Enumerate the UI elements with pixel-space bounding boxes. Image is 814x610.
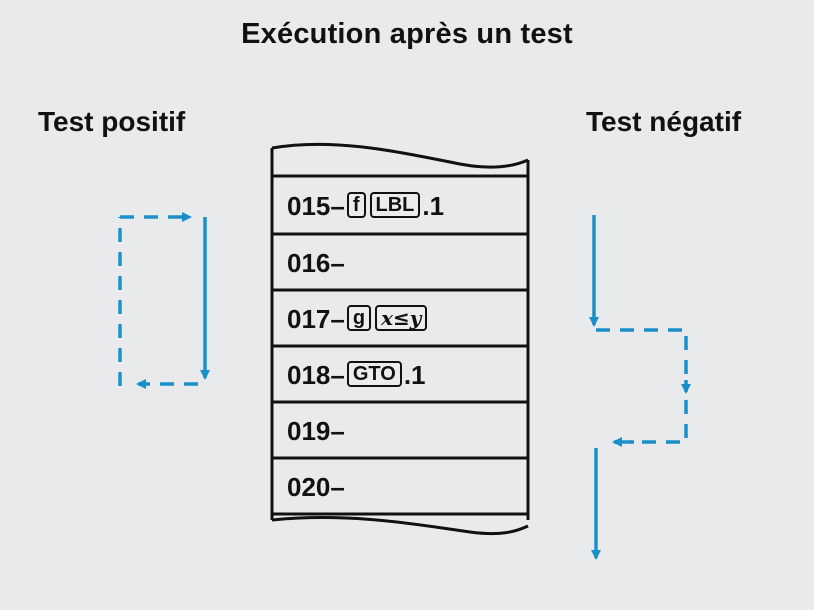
key-gto: GTO <box>346 361 402 388</box>
key-x-le-y: x≤y <box>375 305 428 332</box>
line-number: 020– <box>287 472 345 502</box>
program-memory-strip <box>270 142 530 536</box>
program-line-018: 018–GTO.1 <box>287 355 426 395</box>
positive-test-path <box>118 212 210 389</box>
label-test-positive: Test positif <box>38 106 186 137</box>
line-number: 019– <box>287 416 345 446</box>
key-f: f <box>346 192 366 219</box>
line-suffix: .1 <box>403 360 426 390</box>
program-line-019: 019– <box>287 411 345 451</box>
dashed-skip-line <box>596 328 688 388</box>
key-lbl: LBL <box>369 192 421 219</box>
diagram-title: Exécution après un test <box>241 18 573 50</box>
line-suffix: .1 <box>422 191 445 221</box>
line-number: 018– <box>287 360 345 390</box>
label-test-negative: Test négatif <box>586 106 742 137</box>
strip-bottom-tear <box>271 516 529 536</box>
line-number: 015– <box>287 191 345 221</box>
program-line-020: 020– <box>287 467 345 507</box>
line-number: 017– <box>287 304 345 334</box>
strip-top-tear <box>271 142 529 169</box>
program-line-016: 016– <box>287 243 345 283</box>
key-g: g <box>346 305 372 332</box>
negative-test-path <box>589 215 691 560</box>
dashed-return-line <box>630 400 688 444</box>
line-number: 016– <box>287 248 345 278</box>
